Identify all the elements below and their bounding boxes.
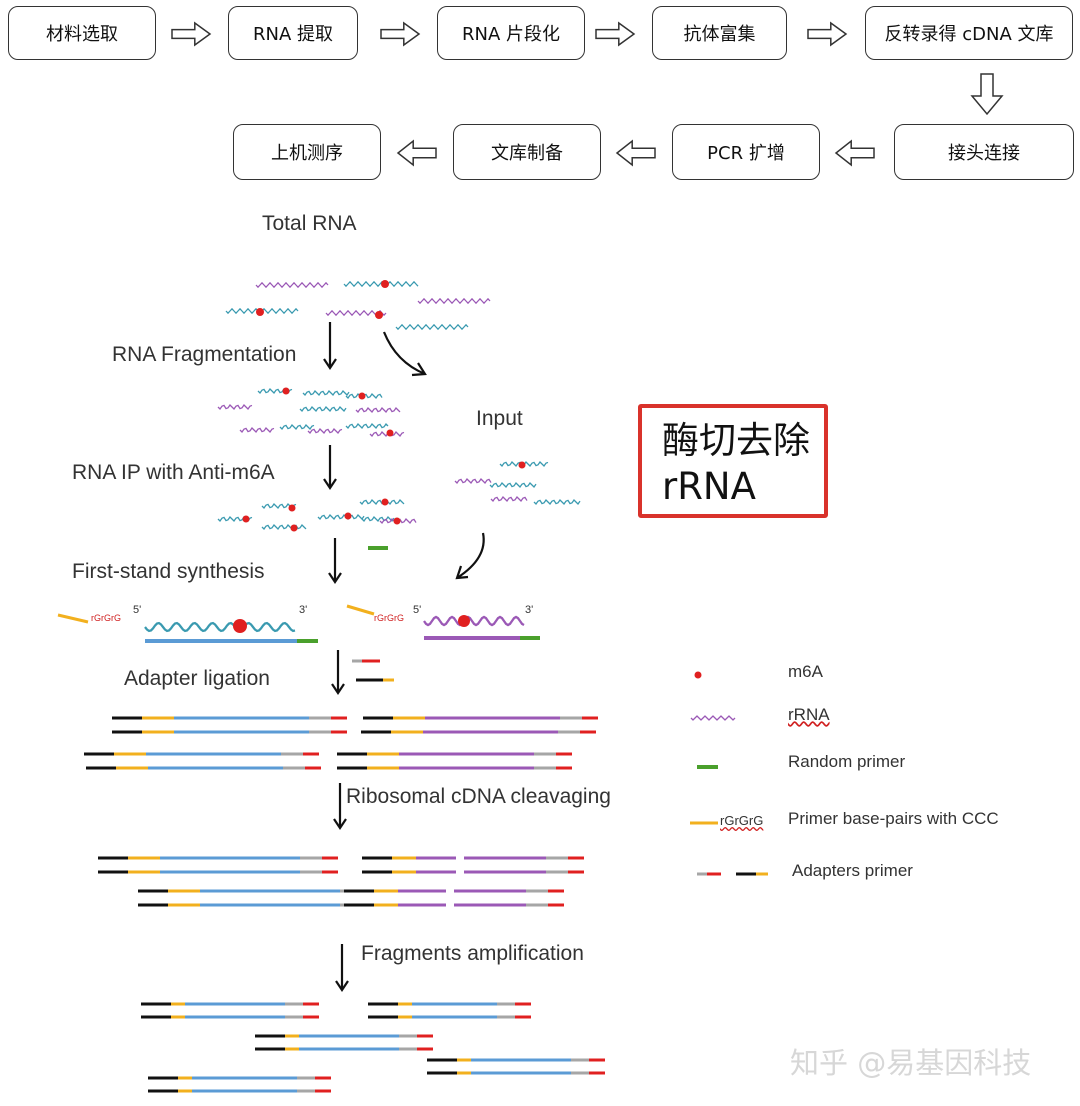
label-three-prime-right: 3' xyxy=(525,604,534,616)
frag-wave xyxy=(299,406,347,412)
input-wave xyxy=(533,499,581,505)
flow-step-antibody-enrichment: 抗体富集 xyxy=(652,6,787,60)
m6a-dot xyxy=(393,517,401,525)
m6a-dot xyxy=(256,308,264,316)
label-adapter-ligation: Adapter ligation xyxy=(124,667,270,690)
primer-tail xyxy=(346,604,375,616)
flow-step-rna-fragmentation: RNA 片段化 xyxy=(437,6,585,60)
label-rna-fragmentation: RNA Fragmentation xyxy=(112,343,297,366)
arrow-amplify-head xyxy=(335,980,349,992)
flow-step-library-prep: 文库制备 xyxy=(453,124,601,180)
callout-line-2: rRNA xyxy=(662,465,756,508)
flow-arrow-1 xyxy=(171,21,212,47)
label-amplification: Fragments amplification xyxy=(361,942,584,965)
label-five-prime-right: 5' xyxy=(413,604,422,616)
ip-wave xyxy=(317,514,365,520)
frag-wave xyxy=(279,424,315,430)
arrow-adapter-head xyxy=(331,683,345,695)
legend-rrna-wave xyxy=(690,715,736,721)
flow-arrow-7 xyxy=(615,139,656,167)
input-wave xyxy=(454,478,492,484)
flow-step-adapter-ligation: 接头连接 xyxy=(894,124,1074,180)
flow-step-sequencing: 上机测序 xyxy=(233,124,381,180)
arrow-cleave-head xyxy=(333,818,347,830)
m6a-dot xyxy=(288,504,296,512)
flow-arrow-6 xyxy=(834,139,875,167)
m6a-dot xyxy=(290,524,298,532)
flow-arrow-3 xyxy=(595,21,636,47)
rna-wave xyxy=(255,281,329,289)
label-total-rna: Total RNA xyxy=(262,212,357,235)
flow-step-material: 材料选取 xyxy=(8,6,156,60)
label-first-strand: First-stand synthesis xyxy=(72,560,265,583)
rna-template xyxy=(144,621,296,633)
ip-wave xyxy=(261,524,307,530)
label-five-prime-left: 5' xyxy=(133,604,142,616)
frag-wave xyxy=(302,390,350,396)
ip-wave xyxy=(361,516,395,522)
arrow-input-down xyxy=(456,532,485,579)
label-rgrgrg-right: rGrGrG xyxy=(374,613,404,623)
m6a-dot xyxy=(458,615,470,627)
m6a-dot xyxy=(282,387,290,395)
m6a-dot xyxy=(358,392,366,400)
flow-step-rna-extraction: RNA 提取 xyxy=(228,6,358,60)
flow-step-pcr: PCR 扩增 xyxy=(672,124,820,180)
frag-wave xyxy=(307,428,343,434)
legend-adapters: Adapters primer xyxy=(792,861,913,880)
legend-primer-ccc: Primer base-pairs with CCC xyxy=(788,809,999,828)
flow-arrow-8 xyxy=(396,139,437,167)
arrow-input-down-head xyxy=(455,565,469,580)
flow-arrow-5 xyxy=(970,73,1004,116)
frag-wave xyxy=(217,404,253,410)
m6a-dot xyxy=(386,429,394,437)
m6a-dot xyxy=(344,512,352,520)
watermark: 知乎 @易基因科技 xyxy=(790,1046,1032,1080)
arrow-first-strand-head xyxy=(328,572,342,584)
m6a-dot xyxy=(381,280,389,288)
m6a-dot xyxy=(381,498,389,506)
callout-line-1: 酶切去除 xyxy=(662,419,810,462)
rna-wave xyxy=(343,280,419,288)
flow-arrow-4 xyxy=(807,21,848,47)
label-three-prime-left: 3' xyxy=(299,604,308,616)
legend-rrna: rRNA xyxy=(788,705,830,724)
label-cleavaging: Ribosomal cDNA cleavaging xyxy=(346,785,611,808)
m6a-dot xyxy=(242,515,250,523)
flow-step-reverse-transcription: 反转录得 cDNA 文库 xyxy=(865,6,1073,60)
arrow-to-input xyxy=(382,331,426,376)
frag-wave xyxy=(345,423,389,429)
legend-random-primer: Random primer xyxy=(788,752,906,771)
primer-tail xyxy=(57,613,89,624)
legend-m6a: m6A xyxy=(788,662,823,681)
frag-wave xyxy=(239,427,275,433)
flow-arrow-2 xyxy=(380,21,421,47)
label-rna-ip: RNA IP with Anti-m6A xyxy=(72,461,275,484)
label-rgrgrg-left: rGrGrG xyxy=(91,613,121,623)
legend-m6a-dot xyxy=(694,671,702,679)
legend-rgrgrg: rGrGrG xyxy=(720,813,764,828)
rrna-template xyxy=(423,615,525,627)
input-wave xyxy=(489,482,537,488)
rna-wave xyxy=(395,323,469,331)
m6a-dot xyxy=(375,311,383,319)
arrow-fragmentation-head xyxy=(323,358,337,370)
rna-wave xyxy=(417,297,491,305)
arrow-ip-head xyxy=(323,478,337,490)
input-wave xyxy=(490,496,528,502)
m6a-dot xyxy=(518,461,526,469)
frag-wave xyxy=(355,407,401,413)
label-input: Input xyxy=(476,407,523,430)
callout-rrna-removal: 酶切去除 rRNA xyxy=(638,404,828,518)
arrow-to-input-head xyxy=(411,362,427,377)
m6a-dot xyxy=(233,619,247,633)
